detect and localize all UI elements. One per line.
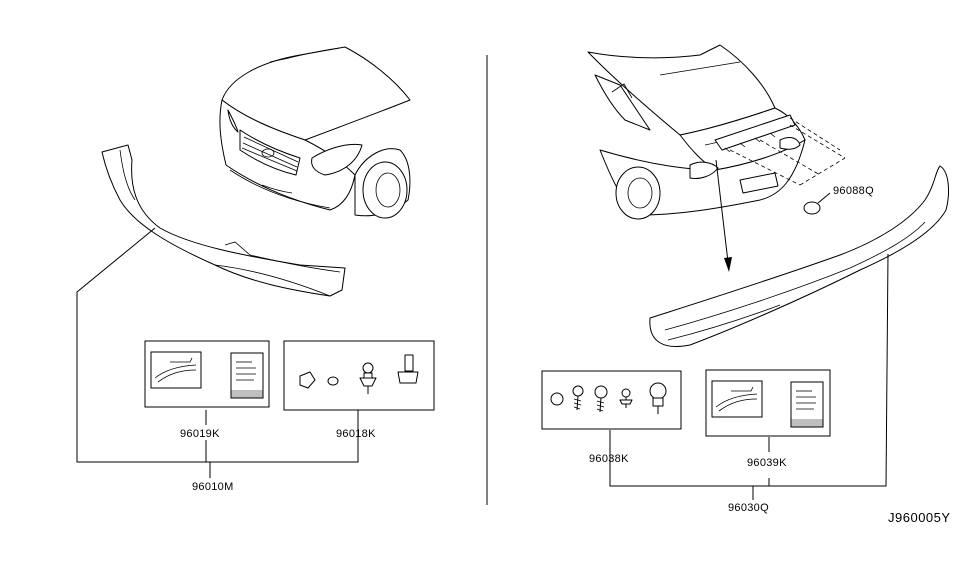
front-instructions-box [144, 340, 270, 408]
label-96038k: 96038K [589, 453, 629, 465]
front-leader-lines [76, 227, 359, 478]
install-arrow [715, 159, 732, 272]
rear-fasteners-box [541, 370, 682, 430]
rear-leader-lines [609, 253, 889, 500]
trunk-grommet [803, 192, 831, 215]
label-96010m: 96010M [192, 481, 234, 493]
label-96030q: 96030Q [728, 502, 769, 514]
label-96019k: 96019K [180, 428, 220, 440]
figure-code: J960005Y [888, 510, 951, 525]
label-96039k: 96039K [747, 457, 787, 469]
label-96088q: 96088Q [833, 185, 874, 197]
rear-instructions-box [705, 369, 831, 437]
rear-mounting-dashes [729, 117, 846, 186]
rear-wing-spoiler [649, 165, 949, 347]
front-lip-spoiler [101, 144, 346, 297]
rear-car-illustration [587, 44, 806, 220]
label-96018k: 96018K [336, 428, 376, 440]
front-car-illustration [219, 46, 411, 219]
front-fasteners-box [283, 340, 435, 411]
